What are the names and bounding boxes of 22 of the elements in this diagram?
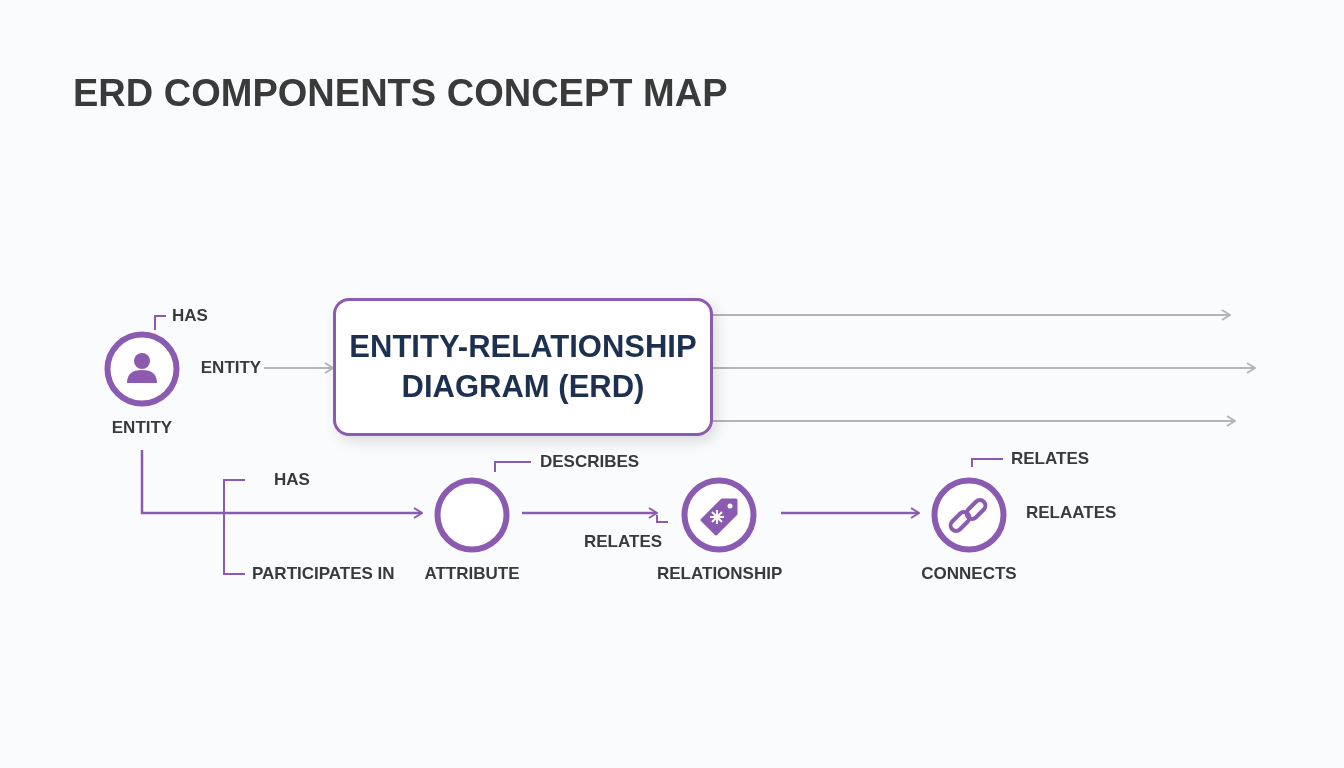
- relation-label: HAS: [172, 306, 208, 326]
- arrow: [712, 415, 1236, 427]
- box-title: ENTITY-RELATIONSHIP DIAGRAM (ERD): [348, 327, 698, 406]
- relation-label: PARTICIPATES IN: [252, 564, 395, 584]
- node-label: ENTITY: [110, 418, 174, 438]
- diagram-box: [333, 298, 713, 436]
- node-label: ENTITY: [199, 357, 263, 379]
- arrow: [781, 507, 920, 519]
- relation-label: DESCRIBES: [540, 452, 640, 472]
- relation-label: RELATES: [584, 532, 663, 552]
- node-label: RELATIONSHIP: [657, 564, 781, 584]
- relation-label: RELATES: [1011, 449, 1090, 469]
- relation-label: RELAATES: [1026, 503, 1117, 523]
- node-label: CONNECTS: [920, 564, 1018, 584]
- arrow: [712, 362, 1256, 374]
- arrow: [263, 362, 334, 374]
- title: ERD COMPONENTS CONCEPT MAP: [73, 72, 728, 115]
- relation-label: HAS: [274, 470, 310, 490]
- arrow: [712, 309, 1231, 321]
- arrow: [522, 507, 658, 519]
- node-label: ATTRIBUTE: [423, 564, 521, 584]
- arrow: [140, 450, 423, 519]
